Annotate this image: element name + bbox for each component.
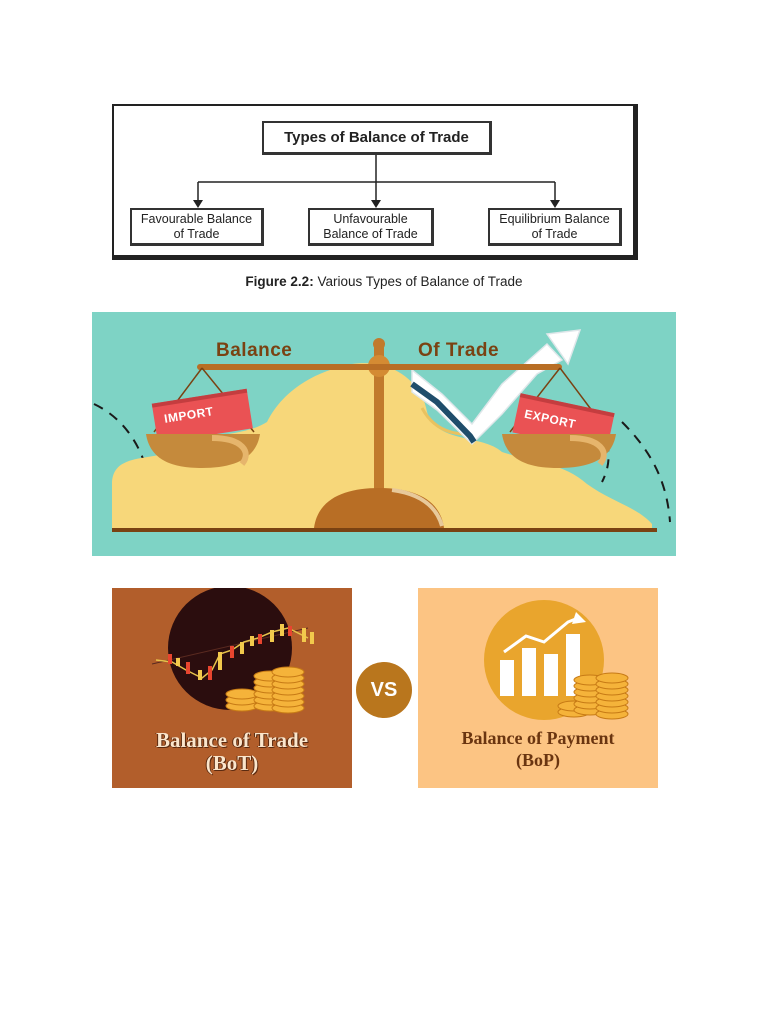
figure-caption: Figure 2.2: Various Types of Balance of … <box>0 274 768 289</box>
candlestick-coins-icon <box>151 588 314 714</box>
diagram-node-favourable: Favourable Balance of Trade <box>130 208 264 246</box>
vs-badge: VS <box>356 662 412 718</box>
diagram-root-node: Types of Balance of Trade <box>262 121 492 155</box>
balance-of-payment-card: Balance of Payment (BoP) <box>418 588 658 788</box>
scale-artwork <box>93 329 671 532</box>
balance-of-trade-card: Balance of Trade (BoT) <box>112 588 352 788</box>
caption-text: Various Types of Balance of Trade <box>313 274 523 289</box>
bop-title: Balance of Payment <box>461 728 615 748</box>
diagram-node-equilibrium: Equilibrium Balance of Trade <box>488 208 622 246</box>
diagram-connectors <box>193 155 560 208</box>
bar-chart-coins-icon <box>484 600 629 720</box>
scale-heading-of-trade: Of Trade <box>418 340 500 361</box>
diagram-node-unfavourable: Unfavourable Balance of Trade <box>308 208 434 246</box>
bop-abbreviation: (BoP) <box>516 750 560 770</box>
balance-scale-illustration: Balance Of Trade IMPORT EXPORT <box>92 312 676 556</box>
types-of-balance-diagram: Types of Balance of Trade Favourable Bal… <box>112 104 638 260</box>
caption-label: Figure 2.2: <box>245 274 314 289</box>
bot-title: Balance of Trade <box>155 728 309 752</box>
scale-heading-balance: Balance <box>216 340 293 361</box>
bot-abbreviation: (BoT) <box>205 751 259 775</box>
